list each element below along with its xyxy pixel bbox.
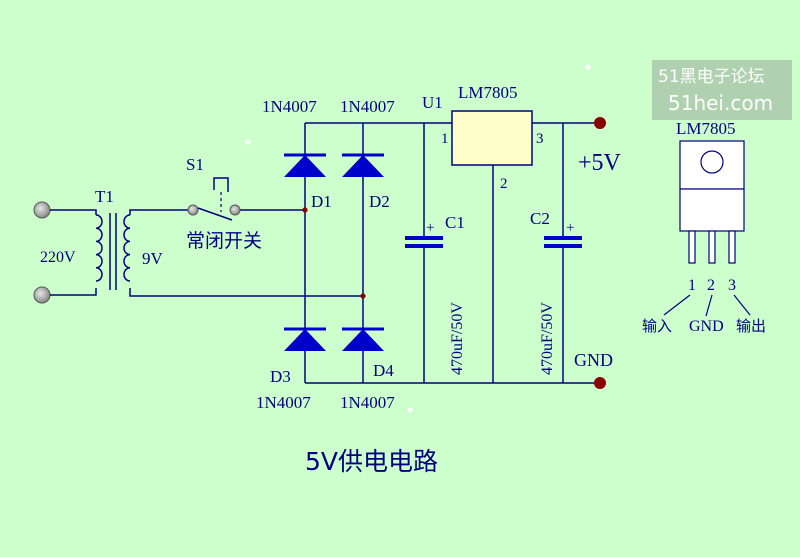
diode-part: 1N4007	[256, 393, 311, 412]
watermark-line2: 51hei.com	[668, 91, 773, 115]
capacitor-polarity: +	[426, 220, 434, 236]
decorative-specks	[245, 64, 591, 413]
package-body	[679, 188, 745, 232]
diode-d2: D2 1N4007	[340, 97, 395, 211]
junction-dot	[360, 293, 366, 299]
wires	[50, 122, 598, 384]
capacitor-value: 470uF/50V	[539, 302, 556, 375]
capacitor-c1: + C1 470uF/50V	[405, 213, 466, 375]
gnd-terminal	[594, 377, 606, 389]
package-pin-label-gnd: GND	[689, 318, 724, 335]
regulator-body	[451, 110, 533, 166]
capacitor-c2: + C2 470uF/50V	[530, 209, 582, 375]
diode-d1: D1 1N4007	[262, 97, 332, 211]
capacitor-ref: C2	[530, 209, 550, 228]
vout-terminal	[594, 117, 606, 129]
regulator-pin1: 1	[441, 131, 449, 147]
transformer-t1: T1 220V 9V	[40, 187, 164, 290]
diode-ref: D3	[270, 367, 291, 386]
diode-part: 1N4007	[340, 393, 395, 412]
package-pin3: 3	[728, 277, 736, 294]
regulator-pin3: 3	[536, 131, 544, 147]
diode-body	[342, 155, 384, 177]
package-pin1: 1	[688, 277, 696, 294]
diode-part: 1N4007	[262, 97, 317, 116]
ac-terminal-top	[33, 201, 51, 219]
switch-s1: S1 常闭开关	[186, 155, 262, 252]
package-pin2: 2	[707, 277, 715, 294]
switch-desc: 常闭开关	[186, 230, 262, 252]
watermark: 51黑电子论坛 51hei.com	[652, 60, 792, 120]
package-pin-label-output: 输出	[736, 317, 766, 335]
gnd-label: GND	[574, 350, 613, 370]
package-pin-label-input: 输入	[642, 317, 672, 335]
switch-contact-right	[229, 204, 241, 216]
switch-ref: S1	[186, 155, 204, 174]
transformer-ref: T1	[95, 187, 114, 206]
watermark-line1: 51黑电子论坛	[658, 67, 765, 87]
capacitor-ref: C1	[445, 213, 465, 232]
package-mount-hole	[700, 150, 724, 174]
diode-part: 1N4007	[340, 97, 395, 116]
capacitor-polarity: +	[566, 220, 574, 236]
diode-ref: D2	[369, 192, 390, 211]
diode-body	[284, 329, 326, 351]
switch-contact-left	[187, 204, 199, 216]
ac-terminal-bottom	[33, 286, 51, 304]
junctions	[302, 207, 366, 299]
package-lm7805: LM7805 1 2 3 输入 GND 输出	[642, 119, 766, 335]
transformer-primary-label: 220V	[40, 249, 76, 266]
transformer-secondary-label: 9V	[142, 249, 164, 268]
diode-ref: D1	[311, 192, 332, 211]
diode-body	[284, 155, 326, 177]
regulator-pin2: 2	[500, 176, 508, 192]
diode-d3: D3 1N4007	[256, 327, 326, 412]
diode-ref: D4	[373, 361, 394, 380]
regulator-part: LM7805	[458, 83, 518, 102]
diode-body	[342, 329, 384, 351]
capacitor-value: 470uF/50V	[449, 302, 466, 375]
output-terminals: +5V GND	[574, 117, 622, 389]
vout-label: +5V	[578, 150, 622, 176]
diode-d4: D4 1N4007	[340, 327, 395, 412]
junction-dot	[302, 207, 308, 213]
package-part: LM7805	[676, 119, 736, 138]
regulator-u1: U1 LM7805 1 2 3	[422, 83, 544, 192]
diagram-title: 5V供电电路	[305, 447, 438, 476]
regulator-ref: U1	[422, 93, 443, 112]
